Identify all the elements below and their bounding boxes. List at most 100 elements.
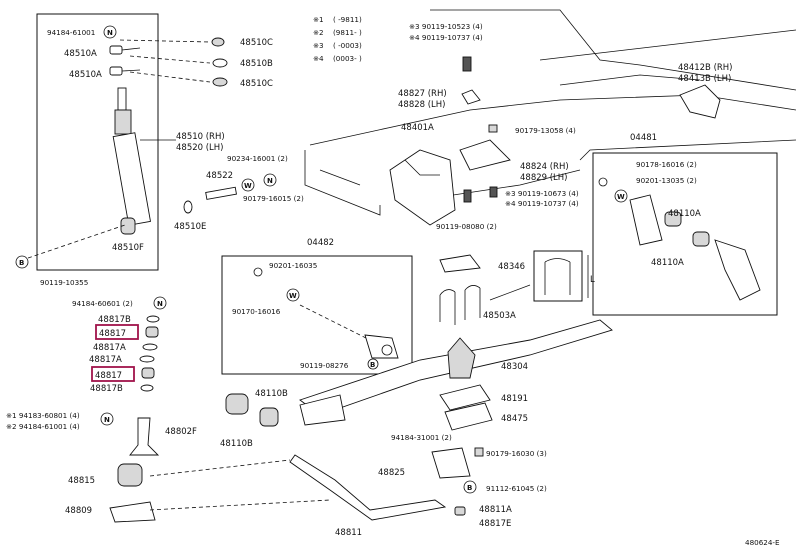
bushing-48110A-2-icon [692,231,710,247]
label-48522: 48522 [206,171,233,181]
legend-4-mark: ※4 [313,54,324,63]
label-90119-10737: ※4 90119-10737 (4) [409,33,483,42]
label-48110B-1: 48110B [255,389,288,399]
n-marker-text: N [107,29,113,37]
legend-1-range: ( -9811) [333,15,362,24]
washer-48510E-icon [183,200,193,214]
bushing-48815-icon [117,463,143,487]
label-48191: 48191 [501,394,528,404]
label-94184-61001b: ※2 94184-61001 (4) [6,422,80,431]
label-90178-16016: 90178-16016 (2) [636,160,697,169]
label-48510E: 48510E [174,222,206,232]
nut-90179-icon [488,124,498,133]
spring-bracket-48401A-icon [389,149,456,226]
n-marker-text-2: N [267,177,273,185]
stabilizer-bar-48811-icon [289,454,447,521]
washer-48817B-2-icon [140,384,154,392]
label-48510C-2: 48510C [240,79,273,89]
retainer-48817A-icon [142,343,158,351]
label-48817A-1: 48817A [93,343,126,353]
label-48817-1: 48817 [99,329,126,339]
cushion-48510C-icon [211,37,225,47]
b-marker-text-2: B [370,361,375,369]
label-48110A-1: 48110A [668,209,701,219]
label-04482: 04482 [307,238,334,248]
label-90170-16016: 90170-16016 [232,307,281,316]
label-90119-08080: 90119-08080 (2) [436,222,497,231]
label-48817B-2: 48817B [90,384,123,394]
label-94184-61001: 94184-61001 [47,28,95,37]
shackle-plate-icon [629,194,663,246]
cushion-48510B-icon [212,58,228,68]
label-48401A: 48401A [401,123,434,133]
label-48829: 48829 (LH) [520,173,568,183]
legend: ※1 ( -9811) ※2 (9811- ) ※3 ( -0003) ※4 (… [313,15,362,63]
bushing-48110B-icon [225,393,249,415]
label-48824: 48824 (RH) [520,162,569,172]
bracket-48827-icon [461,89,481,105]
leaf-spring-group: 48346 L 48503A 48304 48191 48475 [299,250,613,431]
hanger-kit-group: 90201-16035 W 90170-16016 90119-08276 B [232,261,399,370]
n-marker-icon [103,25,117,39]
label-48817A-2: 48817A [89,355,122,365]
cushion-set: 48510C 48510B 48510C [119,37,273,89]
stabilizer-bushing-column: 94184-60601 (2) N 48817B 48817 48817A 48… [72,296,167,394]
label-48815: 48815 [68,476,95,486]
highlight-48817-2 [91,366,135,382]
legend-2-mark: ※2 [313,28,324,37]
label-48825: 48825 [378,468,405,478]
nut-90179-16030-icon [474,447,484,457]
label-48817-2: 48817 [95,371,122,381]
label-48510-rh: 48510 (RH) [176,132,225,142]
shackle-48110A-icon [714,239,761,301]
bushing-48110A-icon [664,211,682,227]
label-48413B: 48413B (LH) [678,74,731,84]
retainer-48817A-2-icon [139,355,155,363]
bracket-48824-icon [459,139,511,171]
cushion-48510A-2-icon [109,66,123,76]
label-90119-10355: 90119-10355 [40,278,88,287]
cushion-48510A-icon [109,45,123,55]
shock-lower-mount: 90234-16001 (2) 48522 W N 90179-16015 (2… [174,154,304,232]
shackle-kit-frame [592,152,778,316]
pad-48191-icon [439,384,491,411]
bracket-48346-icon [439,254,481,273]
label-48304: 48304 [501,362,528,372]
hanger-pin-icon [364,334,399,359]
diagram-id: 480624-E [745,538,780,547]
label-48503A: 48503A [483,311,516,321]
label-90234-16001: 90234-16001 (2) [227,154,288,163]
label-90119-10737b: ※4 90119-10737 (4) [505,199,579,208]
shock-rod-icon [117,87,127,111]
bump-stopper-icon [447,337,476,379]
label-48827: 48827 (RH) [398,89,447,99]
label-94184-31001: 94184-31001 (2) [391,433,452,442]
bracket-48412B-icon [679,84,721,119]
hanger-kit-frame [221,255,413,375]
stabilizer-bar-group: 48811 94184-31001 (2) 90179-16030 (3) 48… [149,433,547,538]
label-48110B-2: 48110B [220,439,253,449]
label-48828: 48828 (LH) [398,100,446,110]
shock-absorber-frame [36,13,159,271]
label-90119-08276: 90119-08276 [300,361,349,370]
bushing-48110B-2-icon [259,407,279,427]
label-90179-13058: 90179-13058 (4) [515,126,576,135]
u-bolt-detail-frame [533,250,583,302]
bushing-48110B-group: 48110B 48110B [220,389,288,449]
bushing-48811A-icon [454,506,466,516]
n-marker-text-3: N [157,300,163,308]
w-marker-text-2: W [617,193,625,201]
shock-absorber-group: 94184-61001 N 48510A 48510A 48510 (RH) 4… [15,25,225,287]
b-marker-icon [15,255,29,269]
label-48475: 48475 [501,414,528,424]
label-48346: 48346 [498,262,525,272]
b-marker-text: B [19,259,24,267]
label-90201-16035: 90201-16035 [269,261,317,270]
bracket-48825-icon [431,447,471,479]
label-48817B-1: 48817B [98,315,131,325]
label-48809: 48809 [65,506,92,516]
label-48110A-2: 48110A [651,258,684,268]
label-90201-13035: 90201-13035 (2) [636,176,697,185]
